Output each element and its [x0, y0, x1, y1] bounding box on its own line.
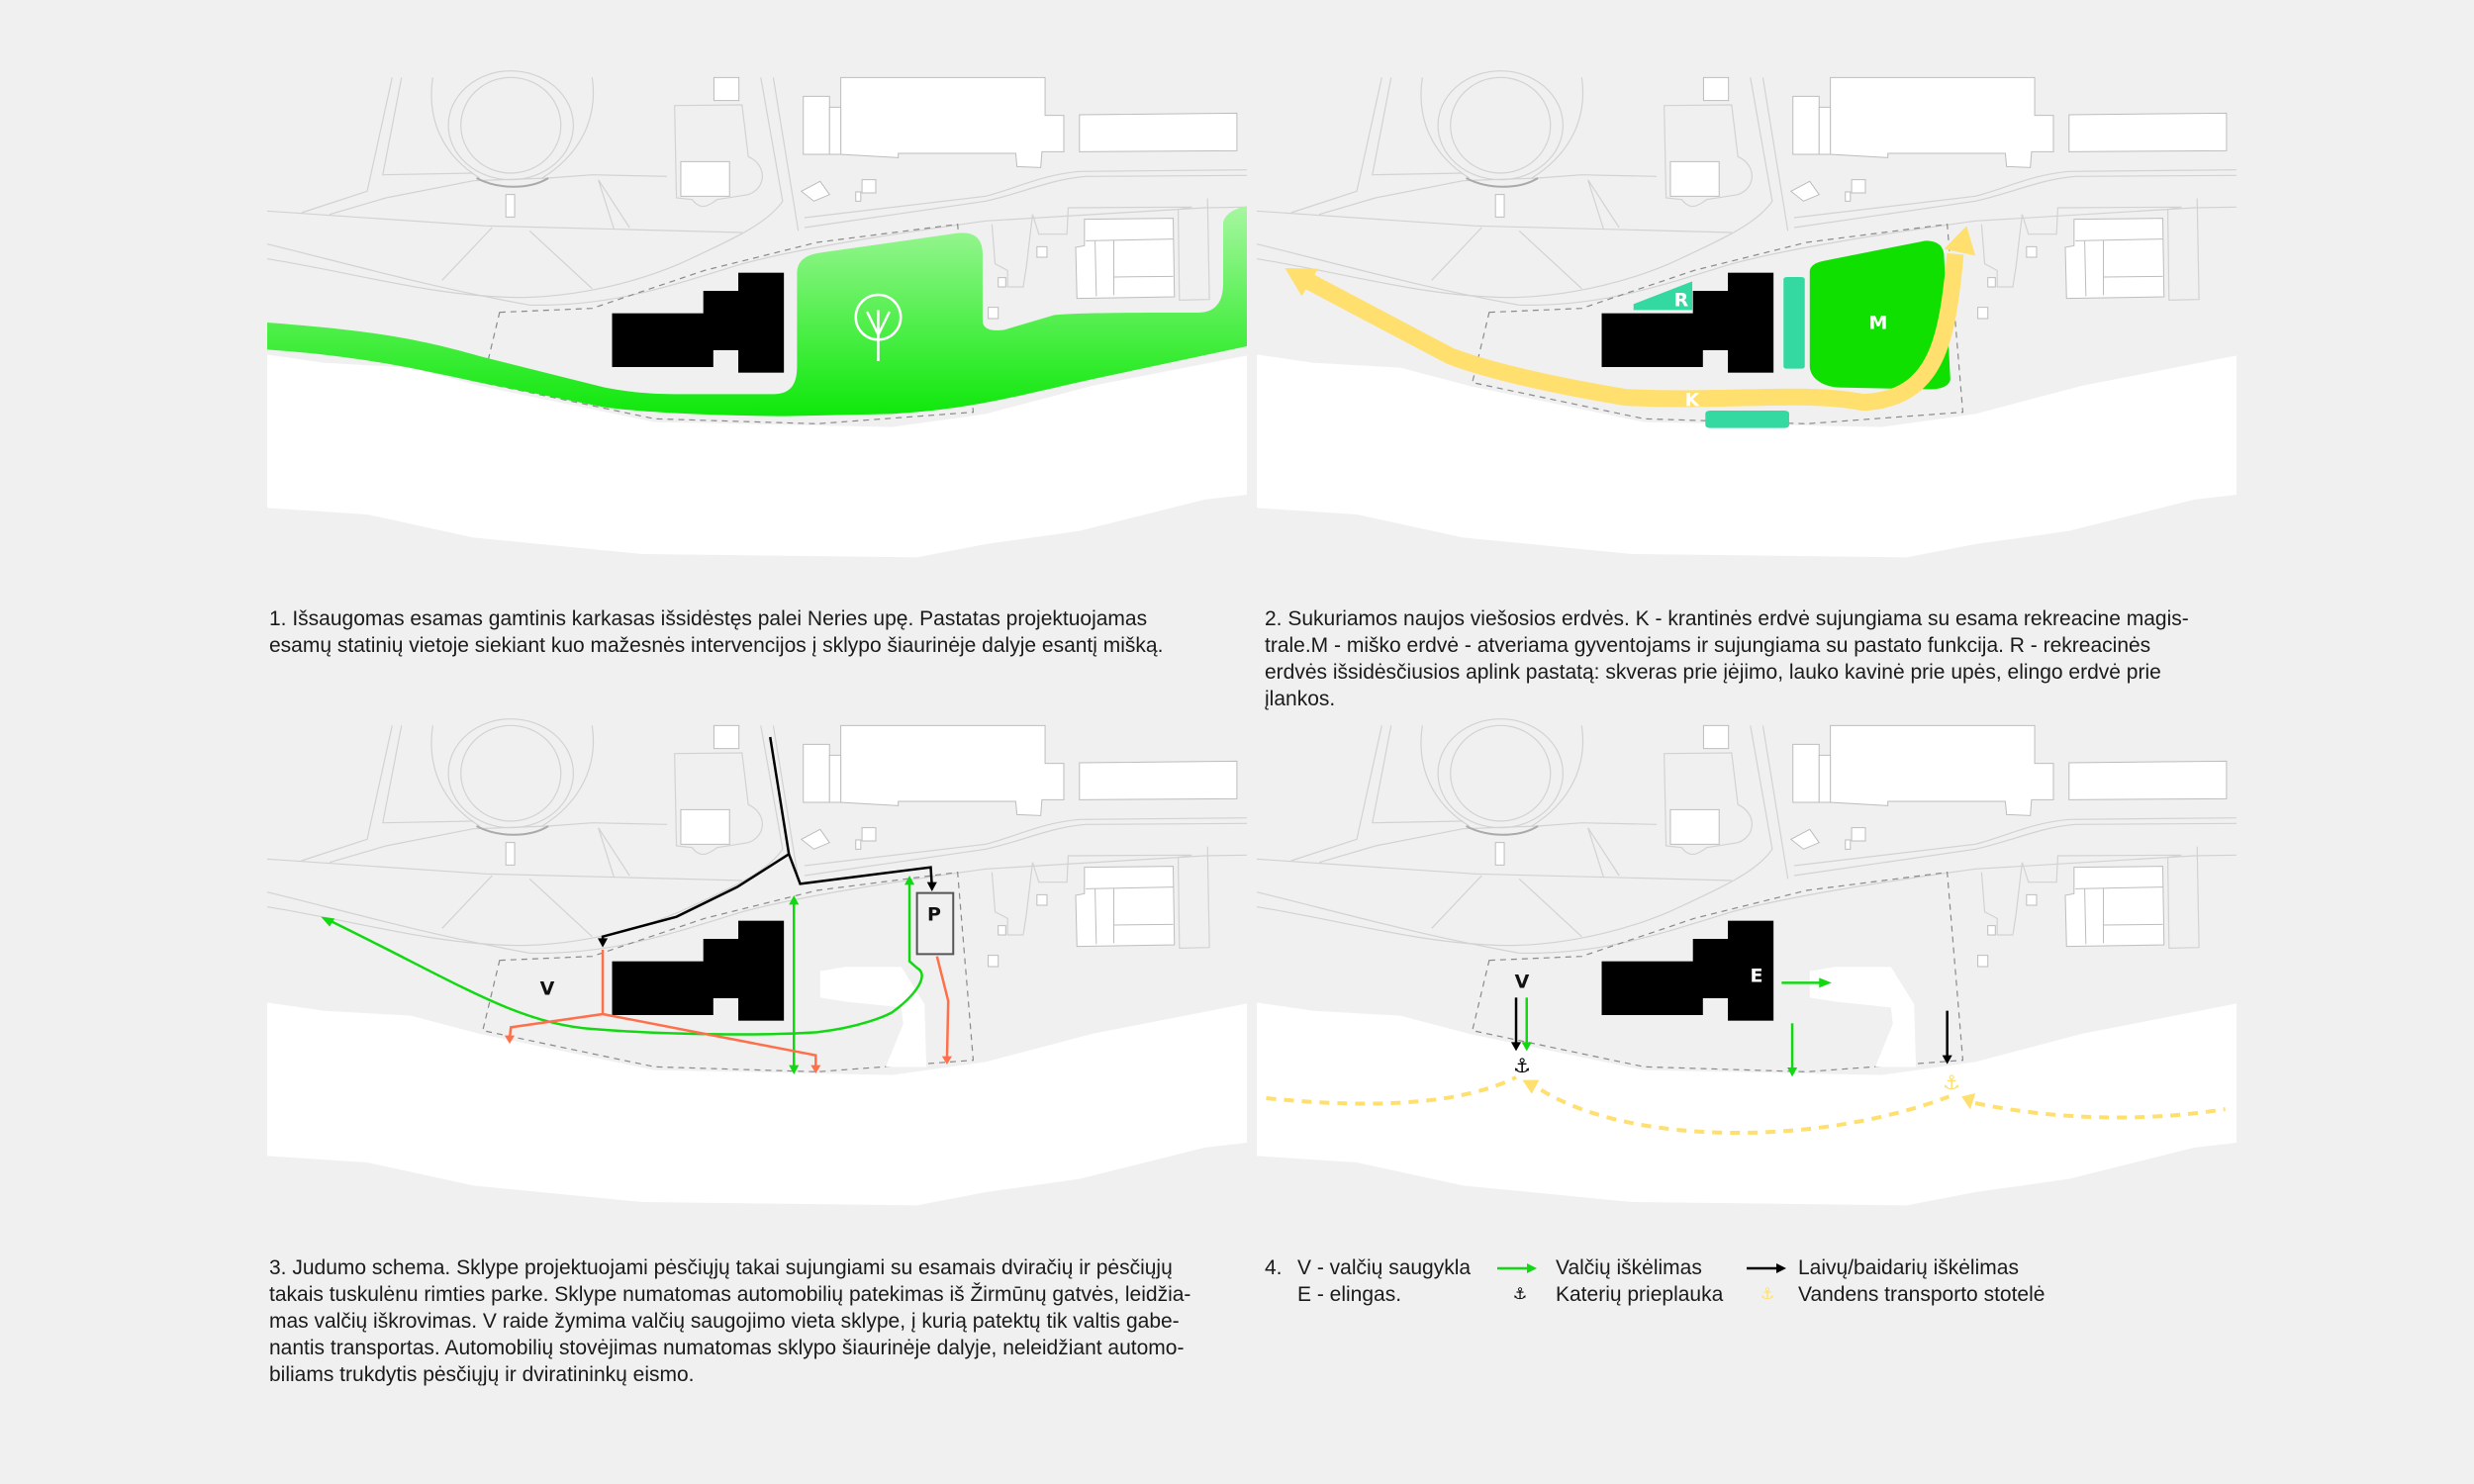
- recreation-spaces-r: [1633, 277, 1805, 428]
- legend-black-anchor: Katerių prieplauka: [1556, 1283, 1724, 1306]
- arrowhead: [1521, 1042, 1532, 1052]
- arrowhead: [810, 1065, 821, 1073]
- legend-v: V - valčių saugykla: [1297, 1256, 1472, 1279]
- caption-2: 2. Sukuriamos naujos viešosios erdvės. K…: [1265, 605, 2254, 712]
- arrowhead: [1819, 977, 1832, 988]
- legend-green-arrow: Valčių iškėlimas: [1556, 1256, 1702, 1279]
- site-map: [267, 69, 1247, 564]
- route-arrowhead: [1944, 226, 1976, 256]
- anchor-icon: ⚓: [1760, 1284, 1775, 1303]
- legend-black-arrow: Laivų/baidarių iškėlimas: [1798, 1256, 2019, 1279]
- label-v: V: [1514, 971, 1530, 993]
- arrowhead: [789, 895, 800, 905]
- pedestrian-routes: [327, 882, 922, 1068]
- site-map: [1257, 69, 2236, 564]
- caption-line: nantis transportas. Automobilių stovėjim…: [269, 1337, 1185, 1359]
- arrowhead: [1510, 1042, 1522, 1052]
- vehicle-access-route: [603, 737, 932, 942]
- anchor-icon: ⚓: [1512, 1284, 1528, 1303]
- caption-line: takais tuskulėnu rimties parke. Sklype n…: [269, 1283, 1191, 1306]
- arrowhead: [1522, 1079, 1540, 1094]
- caption-line: 3. Judumo schema. Sklype projektuojami p…: [269, 1256, 1173, 1279]
- caption-3: 3. Judumo schema. Sklype projektuojami p…: [269, 1254, 1259, 1388]
- caption-line: mas valčių iškrovimas. V raide žymima va…: [269, 1310, 1180, 1333]
- site-map: [1257, 717, 2236, 1212]
- label-p: P: [927, 903, 941, 926]
- caption-line: esamų statinių vietoje siekiant kuo maže…: [269, 634, 1164, 657]
- map-panel-3-movement-scheme: V P: [267, 717, 1247, 1212]
- arrowhead: [597, 938, 609, 948]
- water-transport-routes: [1266, 1077, 2225, 1133]
- arrowhead: [321, 916, 335, 927]
- legend-yellow-anchor: Vandens transporto stotelė: [1798, 1283, 2046, 1306]
- green-arrow-icon: [1497, 1263, 1537, 1273]
- caption-1: 1. Išsaugomas esamas gamtinis karkasas i…: [269, 605, 1259, 659]
- caption-line: biliams trukdytis pėsčiųjų ir dviratinin…: [269, 1363, 695, 1386]
- route-arrowhead: [1285, 268, 1318, 297]
- lift-arrows: [1516, 982, 1948, 1069]
- legend-number: 4.: [1265, 1256, 1283, 1279]
- map-panel-2-public-spaces: R M K: [1257, 69, 2236, 564]
- forest-space-m: [1809, 240, 1951, 390]
- label-k: K: [1684, 389, 1700, 412]
- arrowhead: [904, 876, 915, 885]
- arrowhead: [1961, 1093, 1976, 1110]
- caption-line: 1. Išsaugomas esamas gamtinis karkasas i…: [269, 607, 1148, 630]
- site-map: [267, 717, 1247, 1212]
- arrowhead: [941, 1056, 952, 1065]
- label-m: M: [1868, 312, 1888, 334]
- arrowhead: [1787, 1067, 1798, 1077]
- legend-e: E - elingas.: [1297, 1283, 1402, 1306]
- tree-icon: [856, 295, 901, 361]
- boat-transport-routes: [510, 950, 948, 1068]
- arrowhead: [926, 881, 937, 891]
- arrowhead: [789, 1065, 800, 1074]
- caption-line: įlankos.: [1265, 688, 1336, 710]
- arrowhead: [1942, 1055, 1952, 1065]
- black-arrow-icon: [1747, 1263, 1786, 1273]
- caption-line: trale.M - miško erdvė - atveriama gyvent…: [1265, 634, 2151, 657]
- caption-line: 2. Sukuriamos naujos viešosios erdvės. K…: [1265, 607, 2189, 630]
- arrowhead: [504, 1035, 516, 1044]
- green-corridor: [267, 206, 1247, 417]
- parking-area: [917, 893, 954, 955]
- label-e: E: [1750, 965, 1763, 987]
- anchor-icon: ⚓: [1513, 1054, 1531, 1077]
- map-panel-4-water-access: V E ⚓ ⚓: [1257, 717, 2236, 1212]
- caption-line: erdvės išsidėsčiusios aplink pastatą: sk…: [1265, 661, 2161, 684]
- label-v: V: [539, 977, 555, 1000]
- legend: 4. V - valčių saugykla E - elingas. Valč…: [1265, 1254, 2254, 1314]
- label-r: R: [1673, 289, 1689, 312]
- anchor-icon: ⚓: [1943, 1070, 1960, 1094]
- map-panel-1-natural-framework: [267, 69, 1247, 564]
- quay-route-k: [1303, 254, 1955, 403]
